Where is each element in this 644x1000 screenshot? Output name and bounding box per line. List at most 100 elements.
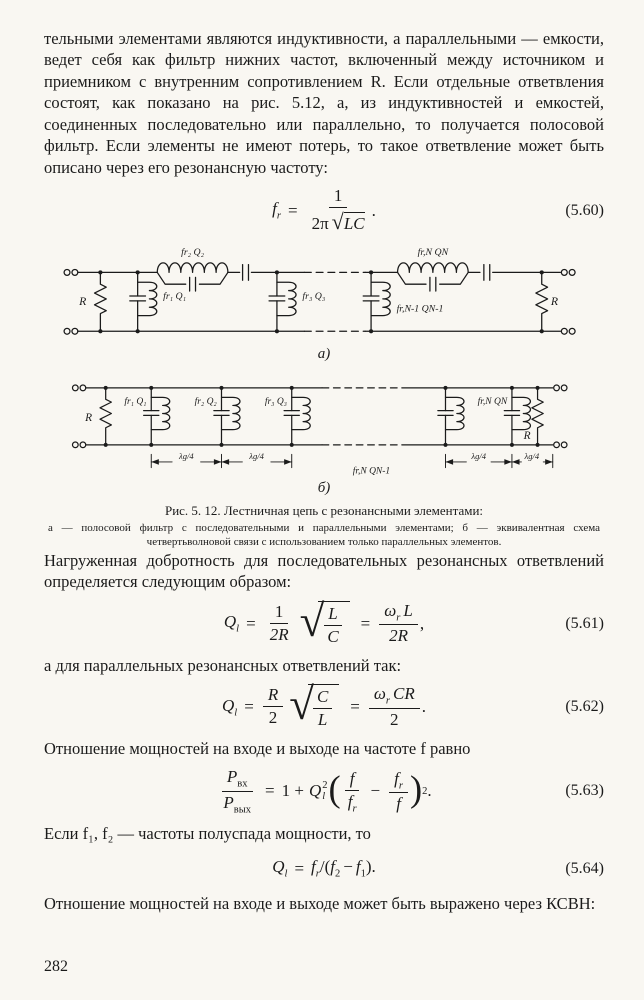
eq561-equals: = <box>246 613 256 633</box>
shunt-resonator-5 <box>503 386 532 446</box>
figure-part-label-a: а) <box>317 346 331 363</box>
series-capacitor-1 <box>241 264 250 281</box>
eq562-equals-2: = <box>350 696 360 716</box>
shunt-tank-2-label: fr₃ Q₃ <box>302 291 325 302</box>
shunt-resonator-4 <box>437 386 465 446</box>
equation-number-560: (5.60) <box>565 201 604 219</box>
eq560-lhs-sub: r <box>276 210 281 222</box>
shunt-resonator-2 <box>268 271 297 332</box>
shunt-tank-1-label: fr₁ Q₁ <box>163 291 186 302</box>
shunt-resonator-1 <box>129 271 158 332</box>
eq561-lhs: Q <box>223 612 237 632</box>
radical-sign: √ <box>299 596 325 646</box>
circuit-diagram-b: R R fr₁ Q₁ fr₂ Q₂ fr₃ Q₃ fr,N QN fr,N QN… <box>71 383 568 476</box>
paragraph-loaded-q: Нагруженная добротность для последовател… <box>44 550 604 592</box>
tank-2-label: fr₂ Q₂ <box>195 396 218 407</box>
eq560-radicand: LC <box>343 214 365 234</box>
paragraph-half-power: Если f₁, f₂ — частоты полуспада мощности… <box>44 824 371 844</box>
eq560-lhs: f <box>272 199 277 219</box>
quarter-wave-label-4: λg/4 <box>524 451 540 461</box>
equation-5-60: fr = 1 2π√LC . (5.60) <box>44 186 604 235</box>
eq561-punct: , <box>419 613 425 633</box>
eq563-q: Q <box>308 781 322 801</box>
resistor-right-label: R <box>523 430 531 442</box>
equation-number-562: (5.62) <box>565 697 604 715</box>
close-paren: ) <box>409 768 423 810</box>
eq560-den-coef: 2π <box>311 214 329 234</box>
series-tank-2-label: fr,N QN <box>418 247 449 258</box>
figure-caption-body: а — полосовой фильтр с последовательными… <box>48 522 600 549</box>
paragraph-intro: тельными элементами являются индуктивнос… <box>44 29 604 177</box>
eq560-fraction: 1 2π√LC <box>307 186 370 235</box>
series-capacitor-2 <box>483 264 491 281</box>
figure-caption-title: Рис. 5. 12. Лестничная цепь с резонансны… <box>164 503 484 519</box>
tank-n-label: fr,N QN <box>478 396 508 407</box>
quarter-wave-label-2: λg/4 <box>248 451 264 461</box>
shunt-resonator-2 <box>213 386 241 446</box>
wires <box>77 271 562 332</box>
resistor-right-label: R <box>550 295 558 308</box>
series-resonator-1 <box>156 262 229 292</box>
arrowheads <box>151 458 553 465</box>
figure-part-label-b: б) <box>317 479 331 496</box>
wires <box>85 386 554 446</box>
eq562-equals: = <box>244 696 254 716</box>
equation-number-561: (5.61) <box>565 614 604 632</box>
quarter-wave-label-1: λg/4 <box>178 451 194 461</box>
shunt-resonator-1 <box>143 386 171 446</box>
radical-sign: √ <box>331 209 344 235</box>
resistor-right <box>535 271 549 332</box>
series-tank-1-label: fr₂ Q₂ <box>181 247 204 258</box>
eq564-equals: = <box>294 858 305 878</box>
eq563-one-plus: 1 + <box>281 781 304 801</box>
node-dots <box>98 270 544 334</box>
eq563-power-fraction: Pвх Pвых <box>221 767 253 816</box>
eq563-fraction-b: fr f <box>389 769 408 814</box>
resistor-left-label: R <box>84 412 92 424</box>
paragraph-power-ratio: Отношение мощностей на входе и выходе на… <box>44 738 471 758</box>
shunt-resonator-3 <box>362 271 391 332</box>
shunt-resonator-3 <box>283 386 311 446</box>
eq561-equals-2: = <box>360 613 371 633</box>
quarter-wave-label-3: λg/4 <box>470 451 486 461</box>
tank-3-label: fr₃ Q₃ <box>265 396 287 407</box>
tank-mid-label: fr,N QN-1 <box>353 465 390 476</box>
radical-sign: √ <box>289 679 314 730</box>
terminals-right <box>553 383 568 448</box>
circuit-diagram-a: R R fr₂ Q₂ fr₁ Q₁ fr₃ Q₃ fr,N QN fr,N-1 … <box>63 247 576 335</box>
eq560-numerator: 1 <box>328 186 348 209</box>
open-paren: ( <box>328 768 341 810</box>
eq563-equals: = <box>265 781 275 801</box>
eq560-punct: . <box>371 200 376 220</box>
eq563-fraction-a: f fr <box>343 769 362 814</box>
resistor-left-label: R <box>78 295 86 308</box>
eq563-punct: . <box>427 781 432 801</box>
terminals-left <box>63 268 79 335</box>
terminals-right <box>560 268 576 335</box>
equation-number-564: (5.64) <box>565 859 604 877</box>
eq561-lhs-sub: l <box>236 623 240 635</box>
paragraph-parallel: а для параллельных резонансных ответвлен… <box>44 655 402 675</box>
eq561-fraction-1: 1 2R <box>269 602 289 645</box>
shunt-tank-3-label: fr,N-1 QN-1 <box>397 304 444 315</box>
figure-5-12: R R fr₂ Q₂ fr₁ Q₁ fr₃ Q₃ fr,N QN fr,N-1 … <box>44 243 604 550</box>
equation-5-64: Ql = fr/(f2−f1). (5.64) <box>272 857 604 880</box>
node-dots <box>103 385 540 447</box>
resistor-right <box>531 386 544 446</box>
resistor-left <box>99 386 113 446</box>
equation-number-563: (5.63) <box>565 782 604 800</box>
eq562-punct: . <box>421 696 426 716</box>
eq563-squared: 2 <box>422 785 428 797</box>
series-resonator-2 <box>396 262 469 292</box>
eq562-lhs: Q <box>222 695 235 715</box>
paragraph-vswr: Отношение мощностей на входе и выходе мо… <box>44 893 596 913</box>
eq560-equals: = <box>287 200 298 220</box>
